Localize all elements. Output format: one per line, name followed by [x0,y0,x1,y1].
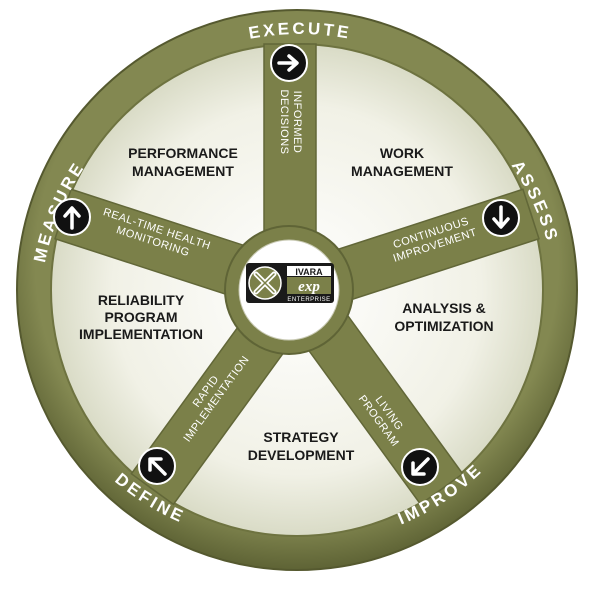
svg-text:PROGRAM: PROGRAM [104,309,177,325]
svg-text:DEVELOPMENT: DEVELOPMENT [248,447,355,463]
arrow-down-left-icon [401,448,439,486]
segment-performance-management: PERFORMANCE MANAGEMENT [128,145,238,179]
segment-analysis-optimization: ANALYSIS & OPTIMIZATION [394,300,493,334]
svg-text:PERFORMANCE: PERFORMANCE [128,145,238,161]
svg-text:MANAGEMENT: MANAGEMENT [132,163,234,179]
arrow-up-left-icon [138,447,176,485]
logo-x-icon [248,266,282,300]
arrow-right-icon [270,44,308,82]
svg-text:DECISIONS: DECISIONS [278,89,290,154]
segment-work-management: WORK MANAGEMENT [351,145,453,179]
svg-text:STRATEGY: STRATEGY [263,429,339,445]
logo-mark: exp [298,279,320,295]
svg-text:OPTIMIZATION: OPTIMIZATION [394,318,493,334]
ring-label-execute: EXECUTE [247,19,353,43]
svg-text:IMPLEMENTATION: IMPLEMENTATION [79,326,203,342]
segment-reliability-program-implementation: RELIABILITY PROGRAM IMPLEMENTATION [79,292,203,342]
svg-text:MANAGEMENT: MANAGEMENT [351,163,453,179]
svg-text:ANALYSIS &: ANALYSIS & [402,300,486,316]
svg-text:WORK: WORK [380,145,424,161]
logo-brand: IVARA [295,267,323,277]
spoke-label-informed-decisions: INFORMED DECISIONS [278,89,303,154]
arrow-down-icon [482,199,520,237]
segment-strategy-development: STRATEGY DEVELOPMENT [248,429,355,463]
svg-text:INFORMED: INFORMED [291,91,303,154]
svg-text:RELIABILITY: RELIABILITY [98,292,185,308]
logo: IVARA exp ENTERPRISE [246,263,334,303]
logo-edition: ENTERPRISE [287,297,330,303]
arrow-up-icon [53,198,91,236]
